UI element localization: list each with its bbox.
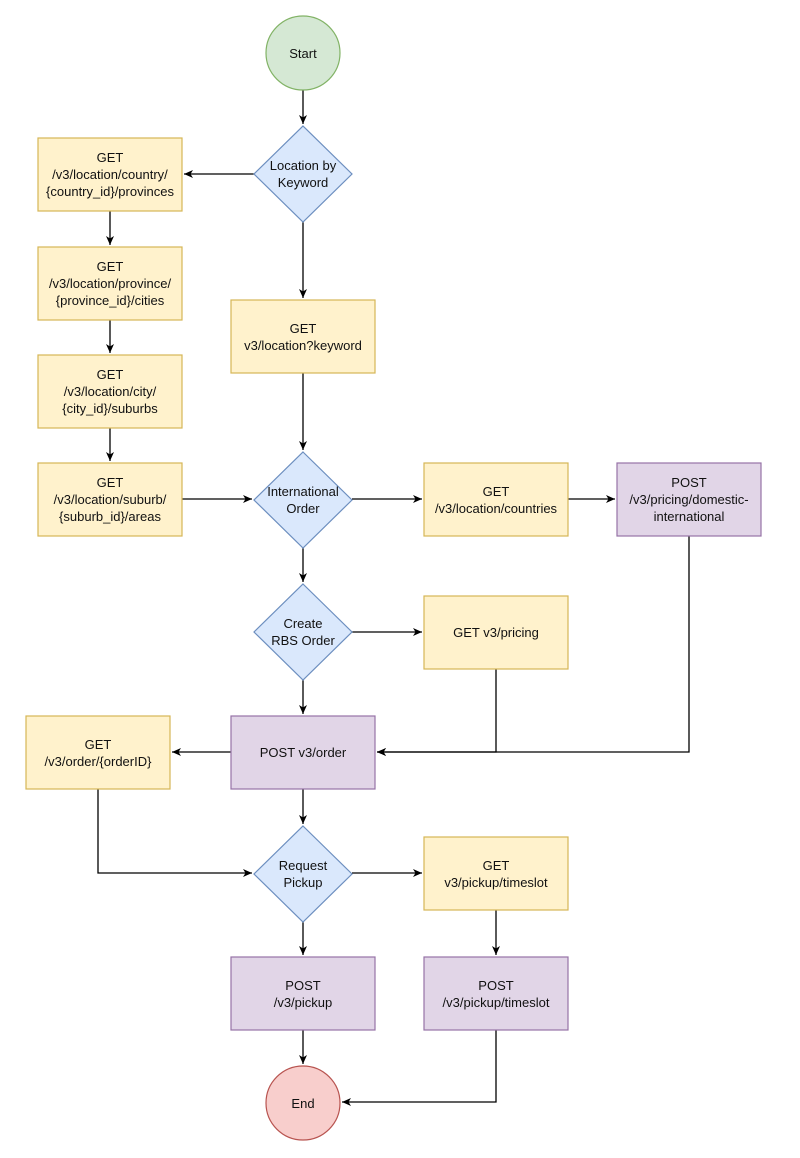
node-end-shape (265, 1065, 341, 1141)
node-start-shape (265, 15, 341, 91)
node-post-timeslot-shape (423, 956, 569, 1031)
node-get-pricing-shape (423, 595, 569, 670)
node-request-pickup-shape (253, 825, 353, 923)
node-get-suburbs-shape (37, 354, 183, 429)
edge-get-order-to-request-pickup (97, 789, 252, 877)
node-get-timeslot-shape (423, 836, 569, 911)
node-international-order-shape (253, 451, 353, 549)
node-location-keyword-shape (253, 125, 353, 223)
node-get-order-shape (25, 715, 171, 790)
node-post-pricing-intl-shape (616, 462, 762, 537)
node-get-countries-shape (423, 462, 569, 537)
edge-get-pricing-to-post-order (377, 669, 497, 756)
node-get-cities-shape (37, 246, 183, 321)
node-post-order-shape (230, 715, 376, 790)
node-create-rbs-order-shape (253, 583, 353, 681)
node-get-provinces-shape (37, 137, 183, 212)
edge-post-pricing-intl-to-post-order (377, 536, 690, 756)
node-post-pickup-shape (230, 956, 376, 1031)
node-get-keyword-shape (230, 299, 376, 374)
edge-post-timeslot-to-end (342, 1030, 497, 1106)
node-get-areas-shape (37, 462, 183, 537)
